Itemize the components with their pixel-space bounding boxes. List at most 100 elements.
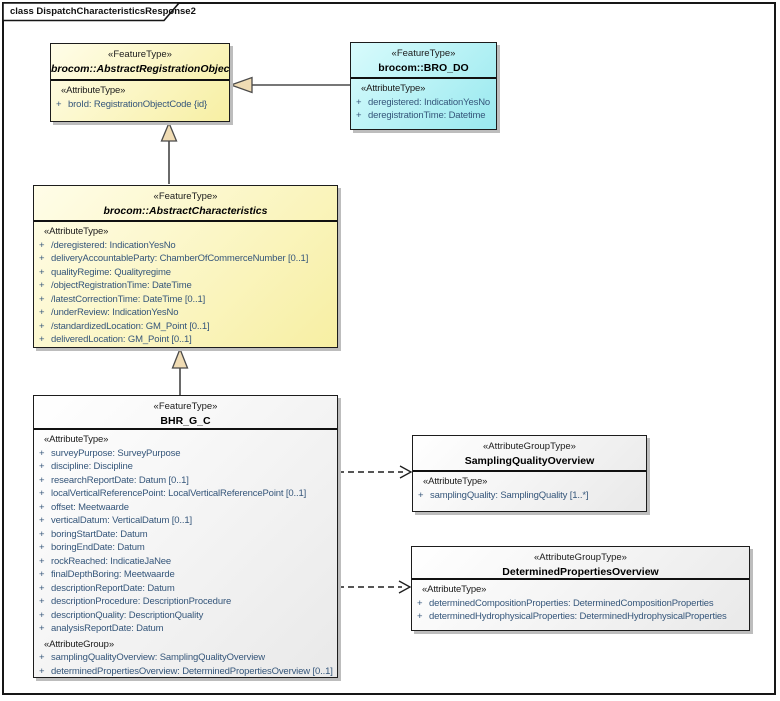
class-name: brocom::AbstractCharacteristics xyxy=(103,205,268,217)
class-box-determined-properties-overview[interactable]: «AttributeGroupType» DeterminedPropertie… xyxy=(411,546,750,631)
class-box-sampling-quality-overview[interactable]: «AttributeGroupType» SamplingQualityOver… xyxy=(412,435,647,512)
attribute-row: «AttributeType» xyxy=(412,583,749,597)
visibility-marker: + xyxy=(39,515,45,526)
attribute-text: researchReportDate: Datum [0..1] xyxy=(51,474,189,486)
attribute-text: offset: Meetwaarde xyxy=(51,501,129,513)
attribute-row: + /underReview: IndicationYesNo xyxy=(34,306,337,320)
class-attribute-compartment: «AttributeType» +surveyPurpose: SurveyPur… xyxy=(34,430,337,678)
attribute-text: /objectRegistrationTime: DateTime xyxy=(51,280,192,291)
visibility-marker: + xyxy=(39,253,45,264)
visibility-marker: + xyxy=(39,474,45,486)
attribute-text: descriptionReportDate: Datum xyxy=(51,582,175,594)
attribute-row: +deregistered: IndicationYesNo xyxy=(351,96,496,110)
attribute-row: +deliveredLocation: GM_Point [0..1] xyxy=(34,333,337,347)
dependency-arrowhead-icon[interactable] xyxy=(398,580,412,594)
class-header: «FeatureType» brocom::AbstractCharacteri… xyxy=(34,186,337,222)
attribute-row: + researchReportDate: Datum [0..1] xyxy=(34,474,337,488)
visibility-marker: + xyxy=(39,569,45,580)
visibility-marker: + xyxy=(417,597,423,609)
attribute-row: +verticalDatum: VerticalDatum [0..1] xyxy=(34,514,337,528)
attribute-text: deliveryAccountableParty: ChamberOfComme… xyxy=(51,253,309,264)
class-stereotype: «FeatureType» xyxy=(108,49,172,60)
class-attribute-compartment: «AttributeType»+broId: RegistrationObjec… xyxy=(51,81,229,111)
visibility-marker: + xyxy=(39,320,45,332)
visibility-marker: + xyxy=(39,652,45,663)
class-box-abstract-registration-object[interactable]: «FeatureType» brocom::AbstractRegistrati… xyxy=(50,43,230,122)
attribute-text: /underReview: IndicationYesNo xyxy=(51,307,179,318)
attribute-text: «AttributeType» xyxy=(423,476,488,487)
class-header: «FeatureType» brocom::AbstractRegistrati… xyxy=(51,44,229,81)
visibility-marker: + xyxy=(356,110,362,121)
attribute-text: determinedHydrophysicalProperties: Deter… xyxy=(429,611,727,622)
attribute-text: discipline: Discipline xyxy=(51,461,133,472)
visibility-marker: + xyxy=(39,665,45,677)
attribute-row: + determinedHydrophysicalProperties: Dete… xyxy=(412,610,749,624)
class-attribute-compartment: «AttributeType» +deregistered: Indication… xyxy=(351,79,496,123)
generalization-arrowhead-icon[interactable] xyxy=(160,121,178,142)
class-stereotype: «AttributeGroupType» xyxy=(483,441,576,452)
visibility-marker: + xyxy=(56,98,62,110)
visibility-marker: + xyxy=(39,266,45,278)
attribute-row: + samplingQuality: SamplingQuality [1..*] xyxy=(413,489,646,503)
attribute-text: «AttributeType» xyxy=(44,226,109,237)
attribute-row: +descriptionProcedure: DescriptionProced… xyxy=(34,595,337,609)
attribute-text: /standardizedLocation: GM_Point [0..1] xyxy=(51,320,210,332)
visibility-marker: + xyxy=(39,447,45,459)
visibility-marker: + xyxy=(39,307,45,318)
attribute-text: qualityRegime: Qualityregime xyxy=(51,266,171,278)
class-box-abstract-characteristics[interactable]: «FeatureType» brocom::AbstractCharacteri… xyxy=(33,185,338,348)
attribute-row: «AttributeType» xyxy=(34,225,337,239)
attribute-text: finalDepthBoring: Meetwaarde xyxy=(51,569,175,580)
attribute-row: +determinedCompositionProperties: Determ… xyxy=(412,597,749,611)
attribute-text: boringStartDate: Datum xyxy=(51,528,148,540)
visibility-marker: + xyxy=(39,293,45,305)
attribute-row: «AttributeType» xyxy=(34,433,337,447)
visibility-marker: + xyxy=(39,528,45,540)
attribute-row: «AttributeType» xyxy=(413,475,646,489)
class-stereotype: «FeatureType» xyxy=(391,48,456,59)
attribute-text: determinedPropertiesOverview: Determined… xyxy=(51,665,333,677)
class-stereotype: «FeatureType» xyxy=(153,191,218,202)
attribute-row: +offset: Meetwaarde xyxy=(34,501,337,515)
attribute-row: + determinedPropertiesOverview: Determine… xyxy=(34,665,337,679)
class-box-bhr-g-c[interactable]: «FeatureType» BHR_G_C «AttributeType»+su… xyxy=(33,395,338,678)
class-header: «AttributeGroupType» DeterminedPropertie… xyxy=(412,547,749,580)
attribute-text: «AttributeType» xyxy=(422,584,487,595)
frame-tab xyxy=(2,2,181,22)
attribute-text: boringEndDate: Datum xyxy=(51,542,145,553)
visibility-marker: + xyxy=(39,582,45,594)
attribute-row: +deregistrationTime: Datetime xyxy=(351,109,496,123)
attribute-row: + /standardizedLocation: GM_Point [0..1] xyxy=(34,320,337,334)
class-stereotype: «FeatureType» xyxy=(153,401,218,412)
attribute-row: + deliveryAccountableParty: ChamberOfComm… xyxy=(34,252,337,266)
class-name: SamplingQualityOverview xyxy=(464,455,595,467)
attribute-row: + descriptionReportDate: Datum xyxy=(34,582,337,596)
generalization-arrowhead-icon[interactable] xyxy=(229,76,253,94)
attribute-text: «AttributeGroup» xyxy=(44,638,114,650)
visibility-marker: + xyxy=(417,611,423,622)
diagram-title: class DispatchCharacteristicsResponse2 xyxy=(10,6,196,17)
attribute-row: «AttributeType» xyxy=(351,82,496,96)
attribute-text: «AttributeType» xyxy=(361,83,426,94)
class-name: brocom::AbstractRegistrationObject xyxy=(51,63,229,75)
class-attribute-compartment: «AttributeType»+/deregistered: Indicatio… xyxy=(34,222,337,347)
class-header: «FeatureType» brocom::BRO_DO xyxy=(351,43,496,79)
attribute-row: + boringStartDate: Datum xyxy=(34,528,337,542)
attribute-text: descriptionProcedure: DescriptionProcedu… xyxy=(51,596,232,607)
attribute-text: samplingQualityOverview: SamplingQuality… xyxy=(51,652,266,663)
generalization-arrowhead-icon[interactable] xyxy=(171,347,189,369)
attribute-row: +/latestCorrectionTime: DateTime [0..1] xyxy=(34,293,337,307)
attribute-text: samplingQuality: SamplingQuality [1..*] xyxy=(430,489,589,501)
attribute-text: «AttributeType» xyxy=(44,434,109,445)
visibility-marker: + xyxy=(418,489,424,501)
attribute-row: +localVerticalReferencePoint: LocalVerti… xyxy=(34,487,337,501)
dependency-arrowhead-icon[interactable] xyxy=(399,465,413,479)
visibility-marker: + xyxy=(39,461,45,472)
attribute-row: +surveyPurpose: SurveyPurpose xyxy=(34,447,337,461)
class-box-bro-do[interactable]: «FeatureType» brocom::BRO_DO «AttributeT… xyxy=(350,42,497,130)
attribute-text: «AttributeType» xyxy=(61,85,126,96)
class-attribute-compartment: «AttributeType» +determinedCompositionPro… xyxy=(412,580,749,624)
attribute-text: descriptionQuality: DescriptionQuality xyxy=(51,609,204,621)
visibility-marker: + xyxy=(39,239,45,251)
